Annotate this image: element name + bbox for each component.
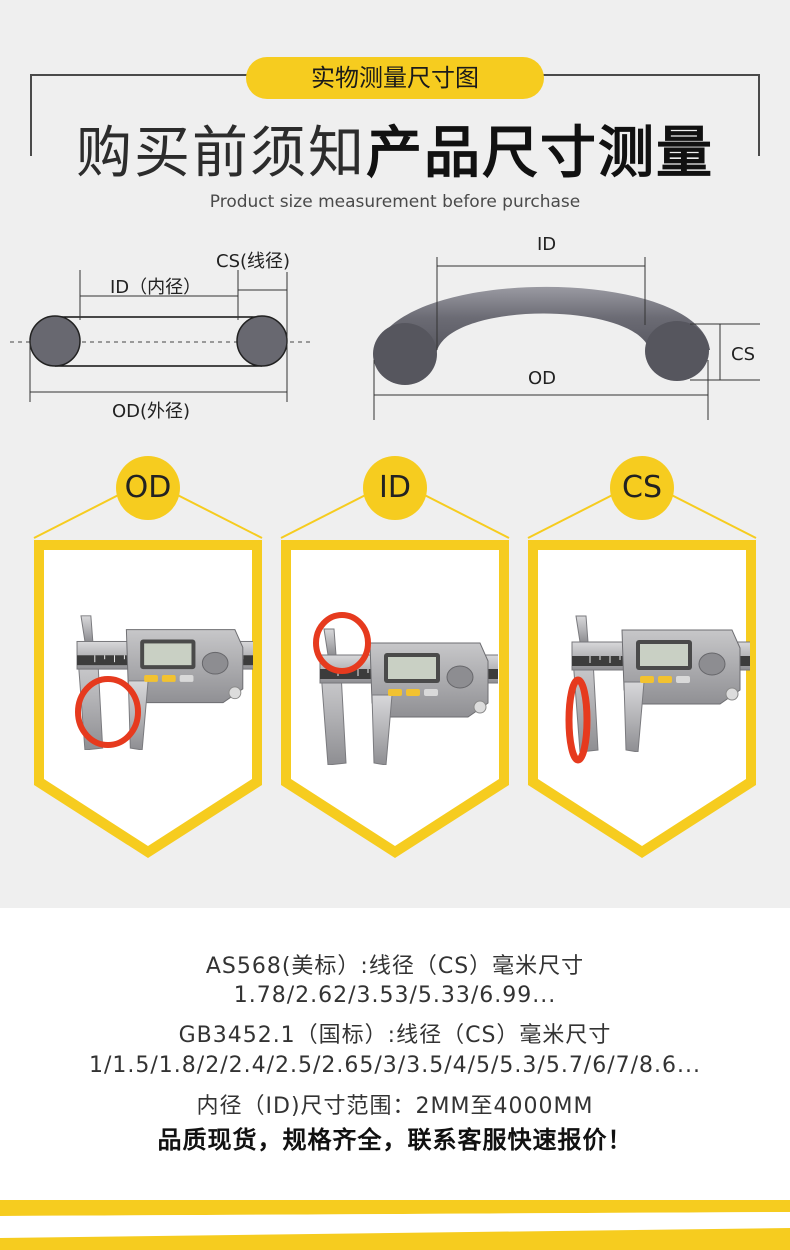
left-od-label: OD(外径) (112, 401, 191, 422)
slogan: 品质现货，规格齐全，联系客服快速报价！ (157, 1126, 633, 1154)
badge-id: ID (363, 456, 427, 520)
left-cs-label: CS(线径) (216, 251, 291, 272)
spec-section (0, 908, 790, 1250)
spec-gb3452: GB3452.1（国标）:线径（CS）毫米尺寸 (178, 1023, 612, 1048)
spec-as568-sizes: 1.78/2.62/3.53/5.33/6.99... (233, 983, 557, 1008)
diagram-canvas (10, 257, 760, 858)
title-background (42, 118, 748, 192)
page-title: 购买前须知产品尺寸测量 (0, 116, 790, 192)
panel-od (33, 478, 263, 858)
title-light: 购买前须知 (76, 121, 366, 186)
red-oring-cs (565, 676, 591, 764)
red-oring-od (75, 676, 141, 748)
right-od-label: OD (528, 368, 557, 389)
right-cs-label: CS (731, 344, 755, 365)
cs-circle-right (236, 315, 288, 367)
panel-id (280, 478, 510, 858)
spec-gb3452-sizes: 1/1.5/1.8/2/2.4/2.5/2.65/3/3.5/4/5/5.3/5… (88, 1053, 702, 1078)
title-bold: 产品尺寸测量 (366, 121, 714, 186)
panel-cs (527, 478, 757, 858)
oring-3d-diagram (373, 257, 760, 420)
right-id-label: ID (537, 234, 557, 255)
cs-circle-left (29, 315, 81, 367)
oring-section-diagram (10, 270, 310, 402)
left-id-label: ID（内径） (110, 277, 202, 298)
red-oring-id (313, 612, 371, 674)
section-pill: 实物测量尺寸图 (246, 57, 544, 99)
badge-od: OD (116, 456, 180, 520)
badge-cs: CS (610, 456, 674, 520)
page-subtitle: Product size measurement before purchase (209, 192, 581, 212)
spec-id-range: 内径（ID)尺寸范围：2MM至4000MM (196, 1094, 594, 1119)
spec-as568: AS568(美标）:线径（CS）毫米尺寸 (205, 954, 585, 979)
